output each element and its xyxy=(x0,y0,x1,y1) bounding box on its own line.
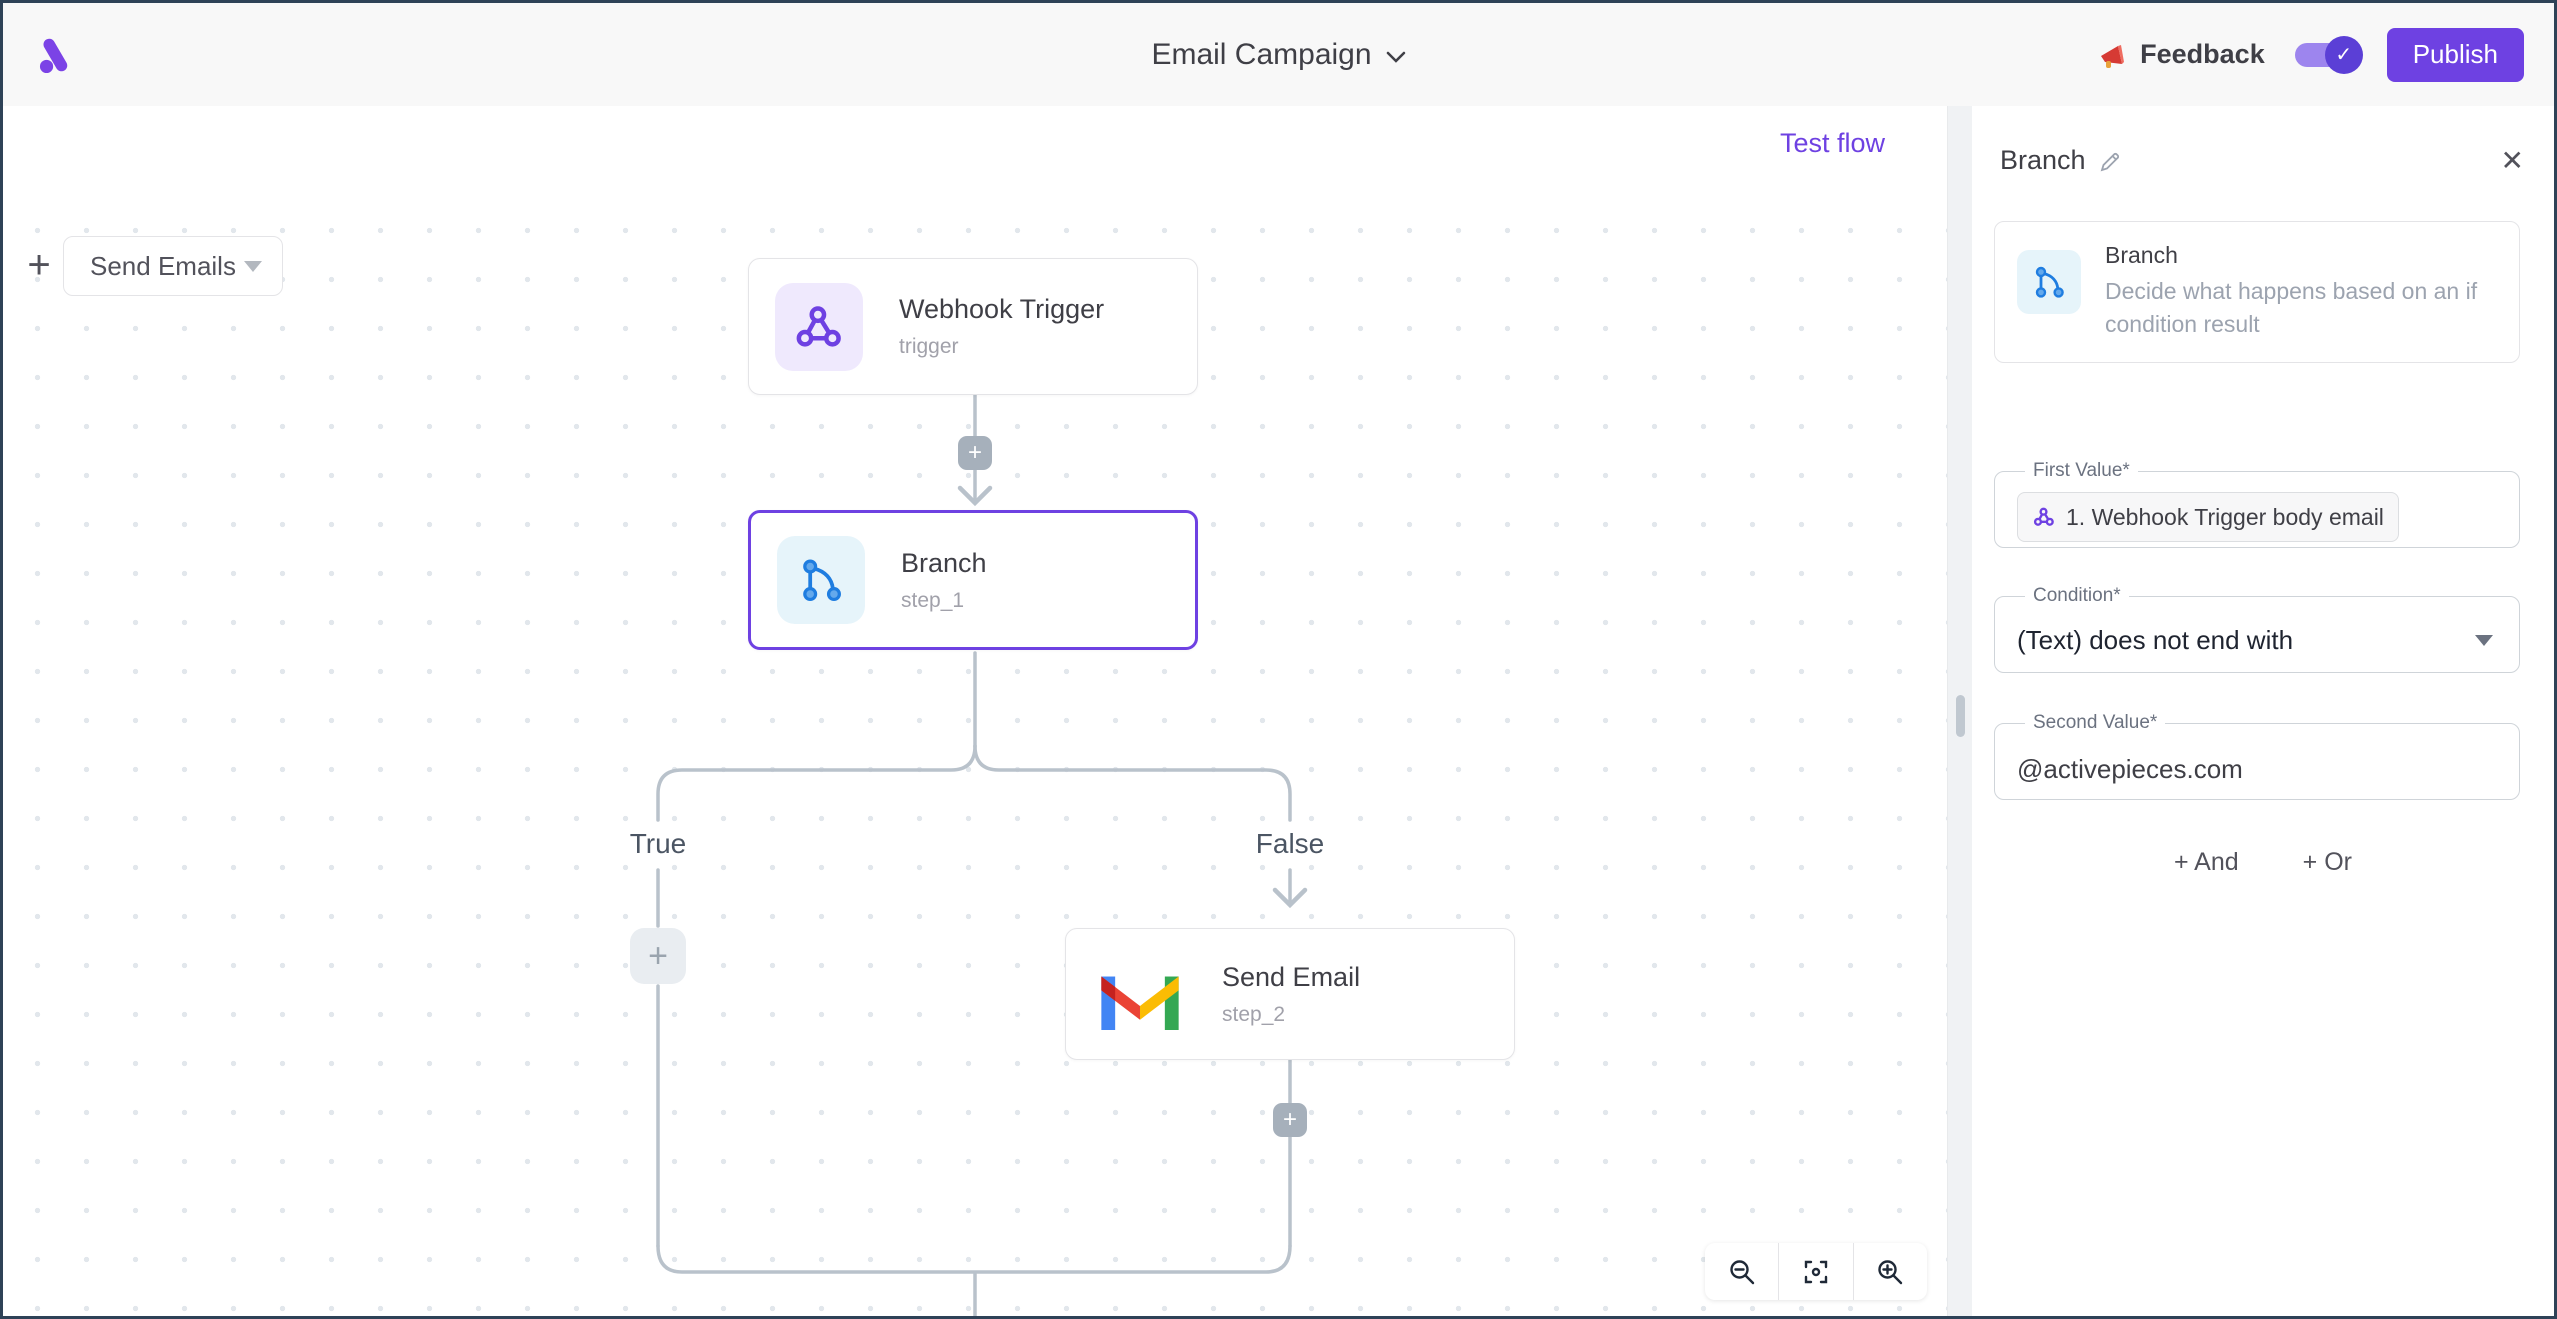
gmail-icon xyxy=(1101,976,1179,1030)
add-step-button-1[interactable]: + xyxy=(958,436,992,470)
zoom-in-button[interactable] xyxy=(1852,1243,1927,1300)
feedback-button[interactable]: Feedback xyxy=(2098,39,2265,70)
add-step-true-branch-button[interactable]: + xyxy=(630,928,686,984)
zoom-in-icon xyxy=(1878,1259,1903,1284)
add-flow-tab-button[interactable]: + xyxy=(17,236,61,294)
zoom-out-icon xyxy=(1729,1259,1754,1284)
close-panel-button[interactable]: ✕ xyxy=(2500,145,2524,176)
tab-dropdown-caret-icon xyxy=(244,260,262,272)
panel-scroll-gutter xyxy=(1948,106,1972,1316)
first-value-token[interactable]: 1. Webhook Trigger body email xyxy=(2017,492,2399,542)
fit-view-icon xyxy=(1804,1260,1828,1283)
step-settings-panel: Branch ✕ Branch Decide what happens base… xyxy=(1972,106,2554,1316)
webhook-icon xyxy=(775,282,863,371)
add-or-condition-button[interactable]: + Or xyxy=(2302,848,2352,876)
condition-select[interactable]: Condition* (Text) does not end with xyxy=(1994,585,2520,673)
flow-tab-send-emails[interactable]: Send Emails xyxy=(63,236,283,296)
second-value-field[interactable]: Second Value* @activepieces.com xyxy=(1994,712,2520,800)
piece-info-card: Branch Decide what happens based on an i… xyxy=(1994,221,2520,363)
flow-enabled-toggle[interactable]: ✓ xyxy=(2294,35,2363,74)
fit-view-button[interactable] xyxy=(1778,1243,1852,1300)
second-value-text: @activepieces.com xyxy=(2017,754,2243,784)
test-flow-button[interactable]: Test flow xyxy=(1779,128,1885,158)
zoom-out-button[interactable] xyxy=(1705,1243,1778,1300)
select-caret-icon xyxy=(2475,635,2493,646)
branch-icon xyxy=(777,536,865,624)
branch-false-label: False xyxy=(1255,828,1325,859)
branch-true-label: True xyxy=(629,828,687,859)
top-header: Email Campaign Feedback ✓ Publish xyxy=(3,3,2554,106)
add-and-condition-button[interactable]: + And xyxy=(2174,848,2239,876)
add-step-button-2[interactable]: + xyxy=(1273,1103,1307,1137)
edit-name-pencil-icon[interactable] xyxy=(2098,150,2122,174)
flow-title-menu[interactable]: Email Campaign xyxy=(1151,3,1405,106)
first-value-field[interactable]: First Value* 1. Webhook Trigger body ema… xyxy=(1994,460,2520,548)
piece-description: Decide what happens based on an if condi… xyxy=(2105,278,2478,338)
canvas-zoom-toolbar xyxy=(1705,1243,1927,1300)
megaphone-icon xyxy=(2101,44,2125,68)
node-branch[interactable]: Branch step_1 xyxy=(748,510,1198,650)
page-title: Email Campaign xyxy=(1151,37,1372,71)
publish-button[interactable]: Publish xyxy=(2386,27,2524,82)
panel-scrollbar-thumb[interactable] xyxy=(1956,695,1965,737)
branch-icon xyxy=(2017,250,2081,314)
condition-label: Condition* xyxy=(2033,585,2121,606)
panel-title: Branch xyxy=(2000,145,2086,175)
flow-canvas[interactable]: + Send Emails Test flow Webhook Trigger … xyxy=(3,106,1948,1316)
first-value-token-text: 1. Webhook Trigger body email xyxy=(2066,503,2384,530)
webhook-icon xyxy=(2033,507,2054,526)
activepieces-logo-icon[interactable] xyxy=(36,33,80,77)
node-webhook-trigger[interactable]: Webhook Trigger trigger xyxy=(748,258,1198,395)
chevron-down-icon xyxy=(1386,51,1405,63)
condition-selected-value: (Text) does not end with xyxy=(2017,625,2294,655)
second-value-label: Second Value* xyxy=(2033,712,2158,733)
first-value-label: First Value* xyxy=(2033,460,2130,481)
piece-name: Branch xyxy=(2105,242,2178,268)
node-send-email[interactable]: Send Email step_2 xyxy=(1065,928,1515,1060)
toggle-knob-check-icon: ✓ xyxy=(2324,35,2363,74)
